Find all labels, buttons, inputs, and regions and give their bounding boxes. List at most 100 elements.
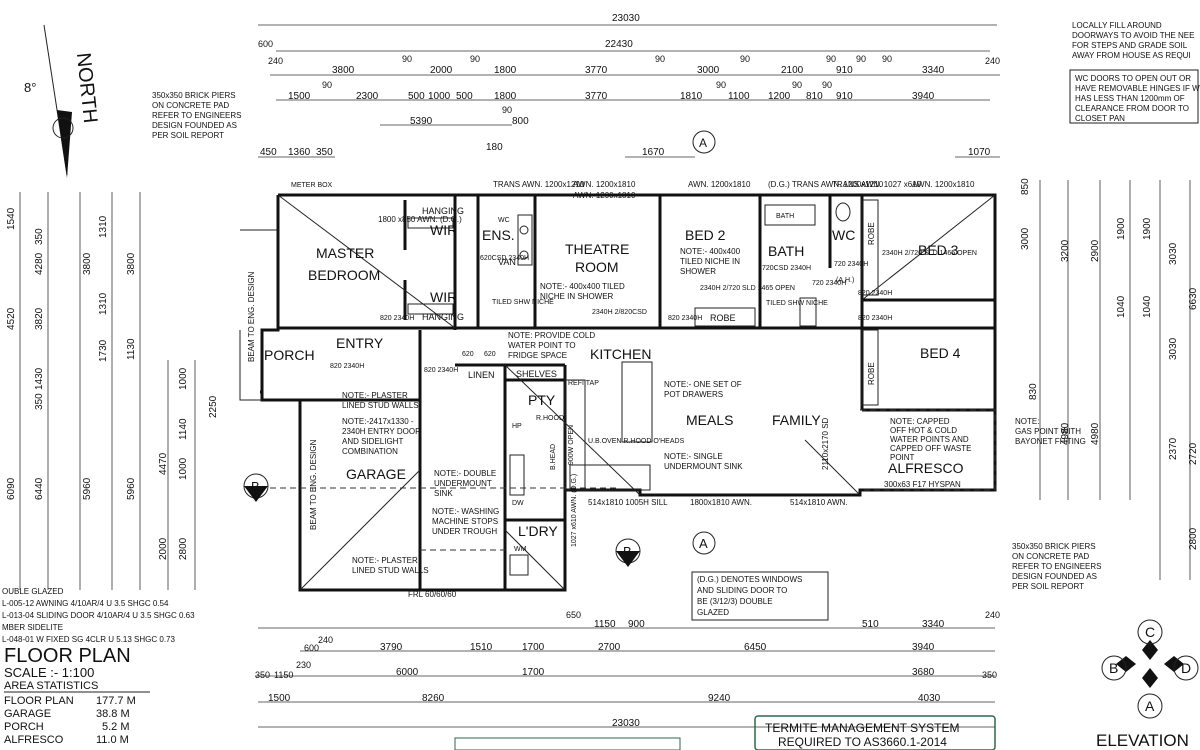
svg-text:UNDER TROUGH: UNDER TROUGH <box>432 527 497 536</box>
svg-text:TILED SHW NICHE: TILED SHW NICHE <box>766 300 828 307</box>
svg-text:90: 90 <box>402 54 412 64</box>
svg-text:ON CONCRETE PAD: ON CONCRETE PAD <box>1012 552 1089 561</box>
room-wc: WC <box>832 227 855 243</box>
svg-text:LINED STUD WALLS: LINED STUD WALLS <box>342 401 419 410</box>
svg-text:800: 800 <box>512 116 529 127</box>
svg-text:1500: 1500 <box>288 91 311 102</box>
note-fill-doorways: LOCALLY FILL AROUND DOORWAYS TO AVOID TH… <box>1072 21 1194 60</box>
svg-text:WM: WM <box>514 546 527 553</box>
svg-text:350: 350 <box>316 147 333 158</box>
elevation-compass: C A B D ELEVATION <box>1096 619 1199 750</box>
section-a-marker-top <box>692 130 716 154</box>
svg-text:WATER POINT TO: WATER POINT TO <box>508 341 576 350</box>
svg-text:1000: 1000 <box>428 91 451 102</box>
svg-text:820 2340H: 820 2340H <box>668 315 702 322</box>
svg-text:820 2340H: 820 2340H <box>858 315 892 322</box>
north-arrow-icon <box>57 110 72 178</box>
svg-text:3000: 3000 <box>1020 227 1031 250</box>
svg-text:A: A <box>699 536 708 551</box>
svg-text:CLOSET PAN: CLOSET PAN <box>1075 114 1125 123</box>
svg-text:1670: 1670 <box>642 147 665 158</box>
termite-note: TERMITE MANAGEMENT SYSTEM REQUIRED TO AS… <box>754 715 996 750</box>
svg-text:3770: 3770 <box>585 65 608 76</box>
svg-text:5960: 5960 <box>126 477 137 500</box>
svg-text:MACHINE STOPS: MACHINE STOPS <box>432 517 498 526</box>
svg-text:350x350 BRICK PIERS: 350x350 BRICK PIERS <box>152 91 236 100</box>
svg-text:REFI TAP: REFI TAP <box>568 380 599 387</box>
svg-text:600: 600 <box>258 39 273 49</box>
svg-text:B: B <box>1109 660 1118 676</box>
svg-text:600: 600 <box>304 643 319 653</box>
svg-text:LINED STUD WALLS: LINED STUD WALLS <box>352 566 429 575</box>
room-pty: PTY <box>528 392 556 408</box>
svg-text:CLEARANCE FROM DOOR TO: CLEARANCE FROM DOOR TO <box>1075 104 1189 113</box>
svg-text:DOORWAYS TO AVOID THE NEE: DOORWAYS TO AVOID THE NEE <box>1072 31 1194 40</box>
title-block: FLOOR PLAN SCALE :- 1:100 AREA STATISTIC… <box>4 645 150 746</box>
svg-text:650: 650 <box>566 610 581 620</box>
svg-text:FRL 60/60/60: FRL 60/60/60 <box>408 590 457 599</box>
svg-text:1130: 1130 <box>126 338 137 360</box>
dim-top-total: 23030 <box>612 13 640 24</box>
svg-text:PORCH: PORCH <box>4 721 44 733</box>
svg-text:A: A <box>699 136 707 150</box>
room-theatre-room: ROOM <box>575 259 619 275</box>
svg-text:1040: 1040 <box>1142 295 1153 318</box>
svg-text:NOTE:-2417x1330 -: NOTE:-2417x1330 - <box>342 417 414 426</box>
svg-text:90: 90 <box>470 54 480 64</box>
room-entry: ENTRY <box>336 335 384 351</box>
room-labels: MASTER BEDROOM WIR WIR ENS. THEATRE ROOM… <box>264 206 964 539</box>
svg-text:2340H ENTRY DOOR: 2340H ENTRY DOOR <box>342 427 421 436</box>
left-dimensions: 1540 4280 4520 3820 1430 6090 6440 5960 … <box>6 192 219 590</box>
svg-text:2250: 2250 <box>208 395 219 418</box>
svg-text:3940: 3940 <box>912 642 935 653</box>
room-family: FAMILY <box>772 412 821 428</box>
svg-text:1100: 1100 <box>728 91 750 102</box>
svg-text:NOTE:- DOUBLE: NOTE:- DOUBLE <box>434 469 496 478</box>
svg-text:MBER SIDELITE: MBER SIDELITE <box>2 623 63 632</box>
svg-text:620CSD 2340H: 620CSD 2340H <box>480 255 529 262</box>
svg-text:9240: 9240 <box>708 693 731 704</box>
logo-block <box>454 737 681 750</box>
svg-text:TRANS AWN. 1027 x610: TRANS AWN. 1027 x610 <box>832 180 922 189</box>
svg-text:3680: 3680 <box>912 667 935 678</box>
svg-text:C: C <box>1145 624 1155 640</box>
svg-text:2340H 2/720 SLD 1465 OPEN: 2340H 2/720 SLD 1465 OPEN <box>700 285 795 292</box>
svg-text:820 2340H: 820 2340H <box>424 367 458 374</box>
svg-text:SHOWER: SHOWER <box>680 267 716 276</box>
svg-text:L-005-12 AWNING 4/10AR/4 U 3.5: L-005-12 AWNING 4/10AR/4 U 3.5 SHGC 0.54 <box>2 599 169 608</box>
svg-text:350: 350 <box>255 670 270 680</box>
room-bath: BATH <box>768 243 804 259</box>
svg-text:AWN. 1200x1810: AWN. 1200x1810 <box>688 180 751 189</box>
svg-text:2340H 2/720 SLD 1465 OPEN: 2340H 2/720 SLD 1465 OPEN <box>882 250 977 257</box>
svg-text:OFF HOT & COLD: OFF HOT & COLD <box>890 426 957 435</box>
svg-text:1730: 1730 <box>98 339 109 362</box>
room-theatre: THEATRE <box>565 241 629 257</box>
svg-text:90: 90 <box>322 80 332 90</box>
svg-text:FLOOR PLAN: FLOOR PLAN <box>4 695 74 707</box>
svg-text:240: 240 <box>268 56 283 66</box>
right-dimensions: 3000 850 830 3200 2900 1900 1900 3030 66… <box>1020 178 1199 580</box>
svg-text:3030: 3030 <box>1168 242 1179 265</box>
svg-text:2300: 2300 <box>356 91 379 102</box>
svg-text:NICHE IN SHOWER: NICHE IN SHOWER <box>540 292 614 301</box>
svg-text:1900: 1900 <box>1116 217 1127 240</box>
svg-text:910: 910 <box>836 91 853 102</box>
svg-text:1430: 1430 <box>34 367 45 390</box>
svg-text:90: 90 <box>822 80 832 90</box>
svg-text:3030: 3030 <box>1168 337 1179 360</box>
area-heading: AREA STATISTICS <box>4 680 98 692</box>
svg-text:3790: 3790 <box>380 642 403 653</box>
svg-text:AWAY FROM HOUSE AS REQUI: AWAY FROM HOUSE AS REQUI <box>1072 51 1191 60</box>
svg-text:3800: 3800 <box>332 65 355 76</box>
room-master: MASTER <box>316 245 374 261</box>
svg-text:450: 450 <box>260 147 277 158</box>
svg-text:GAS POINT WITH: GAS POINT WITH <box>1015 427 1081 436</box>
svg-text:240: 240 <box>318 635 333 645</box>
svg-text:FOR STEPS AND GRADE SOIL: FOR STEPS AND GRADE SOIL <box>1072 41 1188 50</box>
svg-text:B.HEAD: B.HEAD <box>550 444 557 470</box>
building-walls <box>239 193 997 592</box>
svg-text:1700: 1700 <box>522 642 545 653</box>
svg-text:1040: 1040 <box>1116 295 1127 318</box>
svg-text:514x1810 AWN.: 514x1810 AWN. <box>790 498 848 507</box>
svg-text:COMBINATION: COMBINATION <box>342 447 398 456</box>
